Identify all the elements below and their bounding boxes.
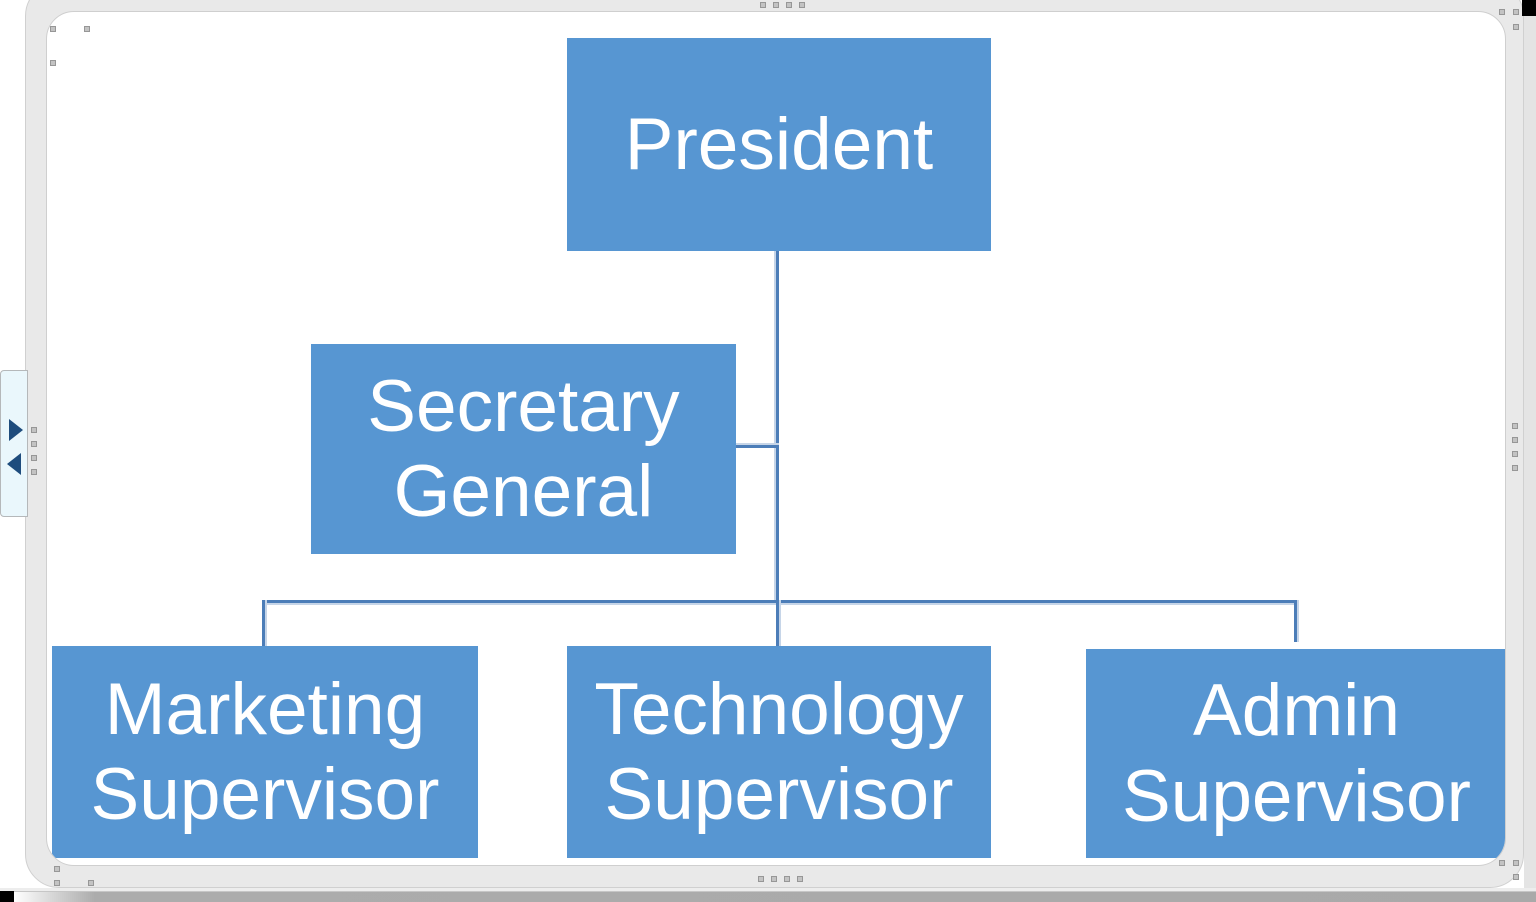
org-node-label: Admin Supervisor xyxy=(1122,670,1471,837)
text-pane-toggle-button[interactable] xyxy=(0,370,28,517)
bottom-edge-bar xyxy=(0,891,1536,902)
org-node-label: President xyxy=(624,103,934,185)
resize-handle-bottom[interactable] xyxy=(784,876,790,882)
resize-handle-bottom[interactable] xyxy=(771,876,777,882)
smartart-canvas[interactable]: President Secretary General Marketing Su… xyxy=(46,11,1506,866)
resize-handle-bottom[interactable] xyxy=(758,876,764,882)
resize-handle-bottom-right[interactable] xyxy=(1499,860,1505,866)
resize-handle-bottom[interactable] xyxy=(797,876,803,882)
connector-drop-marketing xyxy=(262,600,265,646)
org-node-technology-supervisor[interactable]: Technology Supervisor xyxy=(567,646,991,858)
org-node-label: Marketing Supervisor xyxy=(90,668,440,835)
resize-handle-left[interactable] xyxy=(31,469,37,475)
triangle-left-icon xyxy=(7,453,21,475)
resize-handle-right[interactable] xyxy=(1512,437,1518,443)
connector-president-trunk xyxy=(776,251,779,602)
resize-handle-right[interactable] xyxy=(1512,423,1518,429)
resize-handle-top-left[interactable] xyxy=(50,60,56,66)
resize-handle-top[interactable] xyxy=(773,2,779,8)
resize-handle-top[interactable] xyxy=(799,2,805,8)
org-node-admin-supervisor[interactable]: Admin Supervisor xyxy=(1086,649,1505,858)
org-node-label: Technology Supervisor xyxy=(594,668,964,835)
resize-handle-left[interactable] xyxy=(31,455,37,461)
connector-branch-horizontal xyxy=(262,600,1297,603)
org-node-label: Secretary General xyxy=(367,365,680,532)
connector-secretary-general-stub xyxy=(736,445,779,448)
resize-handle-bottom-right[interactable] xyxy=(1513,860,1519,866)
resize-handle-top-left[interactable] xyxy=(50,26,56,32)
resize-handle-bottom-left[interactable] xyxy=(54,866,60,872)
resize-handle-top[interactable] xyxy=(760,2,766,8)
resize-handle-bottom-right[interactable] xyxy=(1513,874,1519,880)
triangle-right-icon xyxy=(9,419,23,441)
resize-handle-left[interactable] xyxy=(31,427,37,433)
resize-handle-left[interactable] xyxy=(31,441,37,447)
resize-handle-top-right[interactable] xyxy=(1499,9,1505,15)
org-node-marketing-supervisor[interactable]: Marketing Supervisor xyxy=(52,646,478,858)
resize-handle-top-right[interactable] xyxy=(1513,9,1519,15)
connector-drop-technology xyxy=(776,600,779,646)
resize-handle-bottom-left[interactable] xyxy=(54,880,60,886)
top-right-notch xyxy=(1522,0,1536,16)
frame-outer-margin-bottom xyxy=(0,888,1536,892)
resize-handle-bottom-left[interactable] xyxy=(88,880,94,886)
resize-handle-right[interactable] xyxy=(1512,465,1518,471)
bottom-left-notch xyxy=(0,891,14,902)
frame-outer-margin-right xyxy=(1524,0,1536,893)
resize-handle-top-right[interactable] xyxy=(1513,24,1519,30)
resize-handle-top-left[interactable] xyxy=(84,26,90,32)
org-node-president[interactable]: President xyxy=(567,38,991,251)
connector-drop-admin xyxy=(1294,600,1297,642)
resize-handle-top[interactable] xyxy=(786,2,792,8)
org-node-secretary-general[interactable]: Secretary General xyxy=(311,344,736,554)
resize-handle-right[interactable] xyxy=(1512,451,1518,457)
